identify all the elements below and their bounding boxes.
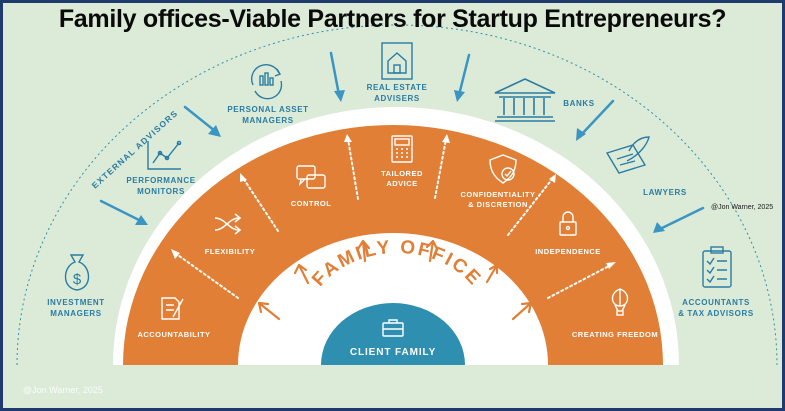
- bank-icon: [494, 78, 556, 122]
- checklist-clipboard-icon: [702, 246, 732, 288]
- external-arrow-heads: [135, 90, 665, 233]
- confidentiality-line1: CONFIDENTIALITY: [461, 190, 536, 199]
- real-estate-label-line2: ADVISERS: [374, 94, 420, 103]
- watermark-right: @Jon Warner, 2025: [711, 204, 773, 211]
- personal-asset-label-line2: MANAGERS: [242, 116, 294, 125]
- investment-label-line1: INVESTMENT: [47, 298, 105, 307]
- shield-check-icon: [489, 154, 517, 184]
- real-estate-label-line1: REAL ESTATE: [367, 83, 428, 92]
- inner-arrows: [257, 239, 533, 321]
- briefcase-icon: [382, 319, 404, 337]
- independence-label: INDEPENDENCE: [535, 247, 601, 256]
- line-chart-icon: [147, 140, 182, 170]
- personal-asset-label-line1: PERSONAL ASSET: [227, 105, 308, 114]
- accountants-label-line2: & TAX ADVISORS: [678, 309, 754, 318]
- watermark-bottom: @Jon Warner, 2025: [23, 385, 103, 395]
- external-advisor-arrows: [99, 51, 705, 231]
- control-label: CONTROL: [291, 199, 332, 208]
- lawyers-label: LAWYERS: [643, 188, 687, 197]
- speech-bubbles-icon: [296, 165, 326, 189]
- confidentiality-line2: & DISCRETION: [468, 200, 528, 209]
- dotted-arrow-heads: [171, 134, 616, 269]
- creating-freedom-label: CREATING FREEDOM: [572, 330, 658, 339]
- svg-text:$: $: [73, 271, 82, 288]
- dotted-ring-arrows: [174, 138, 612, 299]
- quill-scroll-icon: [605, 136, 650, 174]
- inner-white-area: [238, 233, 548, 365]
- banks-label: BANKS: [563, 99, 595, 108]
- investment-label-line2: MANAGERS: [50, 309, 102, 318]
- tailored-advice-line1: TAILORED: [381, 169, 423, 178]
- flexibility-label: FLEXIBILITY: [205, 247, 256, 256]
- outer-dashed-arc: [16, 24, 778, 366]
- hot-air-balloon-icon: [611, 288, 629, 316]
- client-family-semicircle: [321, 303, 465, 365]
- accountants-label-line1: ACCOUNTANTS: [682, 298, 750, 307]
- calculator-icon: [391, 135, 413, 163]
- shuffle-icon: [214, 213, 242, 235]
- refresh-chart-icon: [250, 64, 283, 100]
- performance-label-line1: PERFORMANCE: [126, 176, 195, 185]
- accountability-label: ACCOUNTABILITY: [137, 330, 210, 339]
- house-building-icon: [381, 42, 413, 80]
- family-office-diagram: $: [16, 24, 778, 395]
- money-bag-icon: $: [64, 254, 90, 291]
- document-pen-icon: [161, 297, 184, 320]
- performance-label-line2: MONITORS: [137, 187, 185, 196]
- tailored-advice-line2: ADVICE: [386, 179, 417, 188]
- page-title: Family offices-Viable Partners for Start…: [58, 5, 727, 33]
- padlock-icon: [559, 211, 577, 236]
- client-family-label: CLIENT FAMILY: [350, 347, 436, 358]
